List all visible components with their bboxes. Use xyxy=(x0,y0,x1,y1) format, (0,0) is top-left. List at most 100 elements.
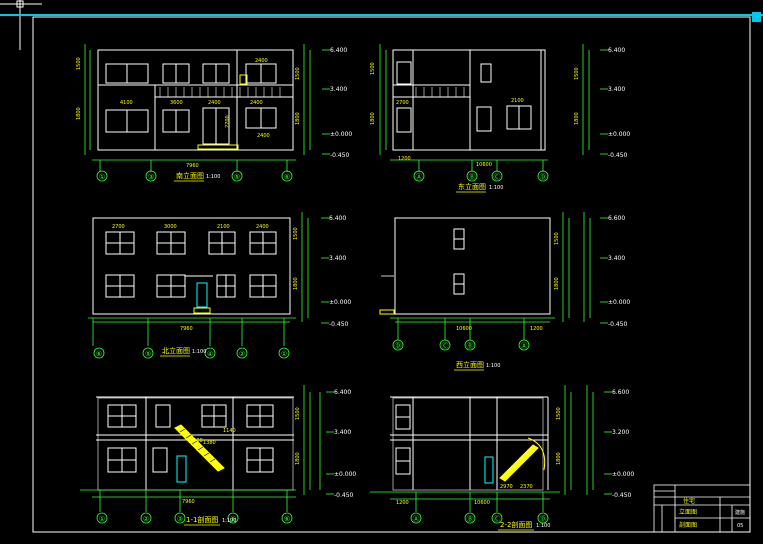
overall-dimension: 7960 xyxy=(186,163,199,169)
level-label: 6.400 xyxy=(329,215,346,222)
drawing-title: 东立面图 xyxy=(458,182,486,191)
axis-bubble: Ⓐ xyxy=(521,342,528,350)
overall-dimension: 7960 xyxy=(182,499,195,505)
sheet-frame xyxy=(0,12,763,533)
svg-text:2400: 2400 xyxy=(208,100,221,106)
svg-text:1500: 1500 xyxy=(574,67,580,80)
svg-text:1140: 1140 xyxy=(223,428,236,434)
axis-bubble: ① xyxy=(99,515,105,523)
axis-bubble: Ⓐ xyxy=(413,515,420,523)
axis-bubble: ⑤ xyxy=(145,350,151,358)
svg-text:1500: 1500 xyxy=(556,407,562,420)
level-label: 6.400 xyxy=(334,389,351,396)
drawing-title: 2-2剖面图 xyxy=(500,520,532,529)
overall-dimension: 10600 xyxy=(456,326,472,332)
svg-text:2400: 2400 xyxy=(250,100,263,106)
level-label: 3.400 xyxy=(608,86,625,93)
svg-text:1990: 1990 xyxy=(190,438,203,444)
axis-bubble: Ⓐ xyxy=(416,173,423,181)
level-label: ±0.000 xyxy=(330,131,352,138)
svg-text:2700: 2700 xyxy=(225,115,231,128)
svg-text:3600: 3600 xyxy=(170,100,183,106)
level-label: ±0.000 xyxy=(608,131,630,138)
svg-text:4100: 4100 xyxy=(120,100,133,106)
axis-bubble: ⑤ xyxy=(230,515,236,523)
level-label: 6.600 xyxy=(612,389,629,396)
axis-bubble: Ⓓ xyxy=(540,173,547,181)
sheet-name-1: 立面图 xyxy=(679,508,697,516)
level-label: ±0.000 xyxy=(334,471,356,478)
level-label: 3.400 xyxy=(330,86,347,93)
svg-text:1200: 1200 xyxy=(398,156,411,162)
axis-bubble: ⑥ xyxy=(284,515,290,523)
drawing-scale: 1:100 xyxy=(222,518,236,524)
sheet-code: 建施 xyxy=(735,509,745,516)
svg-text:2970: 2970 xyxy=(500,484,513,490)
axis-bubble: ① xyxy=(281,350,287,358)
svg-text:1800: 1800 xyxy=(295,112,301,125)
svg-text:1800: 1800 xyxy=(295,452,301,465)
svg-text:1800: 1800 xyxy=(293,277,299,290)
axis-bubble: ① xyxy=(99,173,105,181)
svg-text:2100: 2100 xyxy=(217,224,230,230)
overall-dimension: 7960 xyxy=(180,326,193,332)
svg-text:1200: 1200 xyxy=(530,326,543,332)
axis-bubble: ③ xyxy=(148,173,154,181)
drawing-scale: 1:100 xyxy=(486,363,500,369)
level-label: ±0.000 xyxy=(612,471,634,478)
sheet-number: 05 xyxy=(737,523,743,529)
level-label: ±0.000 xyxy=(329,299,351,306)
drawing-scale: 1:100 xyxy=(206,174,220,180)
level-label: -0.450 xyxy=(330,152,350,159)
drawing-title: 北立面图 xyxy=(162,346,190,355)
svg-text:1800: 1800 xyxy=(556,452,562,465)
drawing-scale: 1:100 xyxy=(192,349,206,355)
overall-dimension: 10600 xyxy=(474,500,490,506)
level-label: 6.600 xyxy=(608,215,625,222)
svg-text:2100: 2100 xyxy=(511,98,524,104)
drawing-scale: 1:100 xyxy=(489,185,503,191)
svg-text:1500: 1500 xyxy=(554,232,560,245)
level-label: 3.400 xyxy=(329,255,346,262)
level-label: -0.450 xyxy=(334,492,354,499)
axis-bubble: Ⓑ xyxy=(467,515,474,523)
axis-bubble: ③ xyxy=(177,515,183,523)
axis-bubble: Ⓑ xyxy=(469,173,476,181)
level-label: 3.400 xyxy=(608,255,625,262)
level-label: -0.450 xyxy=(608,152,628,159)
svg-text:1800: 1800 xyxy=(370,112,376,125)
axis-bubble: Ⓓ xyxy=(540,515,547,523)
level-label: 3.400 xyxy=(334,429,351,436)
axis-bubble: ⑤ xyxy=(234,173,240,181)
level-label: 3.200 xyxy=(612,429,629,436)
title-block: 住宅 立面图 剖面图 建施 05 xyxy=(653,484,751,533)
level-label: -0.450 xyxy=(329,321,349,328)
drawing-title: 西立面图 xyxy=(456,360,484,369)
axis-bubble: ⑥ xyxy=(284,173,290,181)
svg-text:3000: 3000 xyxy=(164,224,177,230)
svg-text:1500: 1500 xyxy=(76,57,82,70)
svg-text:2400: 2400 xyxy=(256,224,269,230)
axis-bubble: Ⓒ xyxy=(442,342,449,350)
svg-text:1800: 1800 xyxy=(76,107,82,120)
svg-text:1500: 1500 xyxy=(295,407,301,420)
drawing-scale: 1:100 xyxy=(536,523,550,529)
axis-bubble: ⑥ xyxy=(96,350,102,358)
svg-text:1500: 1500 xyxy=(370,62,376,75)
section-1-1: 1990 1140 1380 1500 1800 6.400 3.400 ±0.0… xyxy=(80,385,356,526)
svg-text:1200: 1200 xyxy=(396,500,409,506)
svg-text:2700: 2700 xyxy=(396,100,409,106)
svg-text:2400: 2400 xyxy=(255,58,268,64)
sheet-name-2: 剖面图 xyxy=(679,521,697,529)
elevation-west: 1200 1500 1800 6.600 3.400 ±0.000 -0.450… xyxy=(379,212,630,371)
axis-bubble: ④ xyxy=(207,350,213,358)
axis-bubble: ② xyxy=(239,350,245,358)
svg-text:1500: 1500 xyxy=(295,67,301,80)
svg-text:1800: 1800 xyxy=(574,112,580,125)
svg-text:1500: 1500 xyxy=(293,227,299,240)
svg-text:1380: 1380 xyxy=(203,440,216,446)
